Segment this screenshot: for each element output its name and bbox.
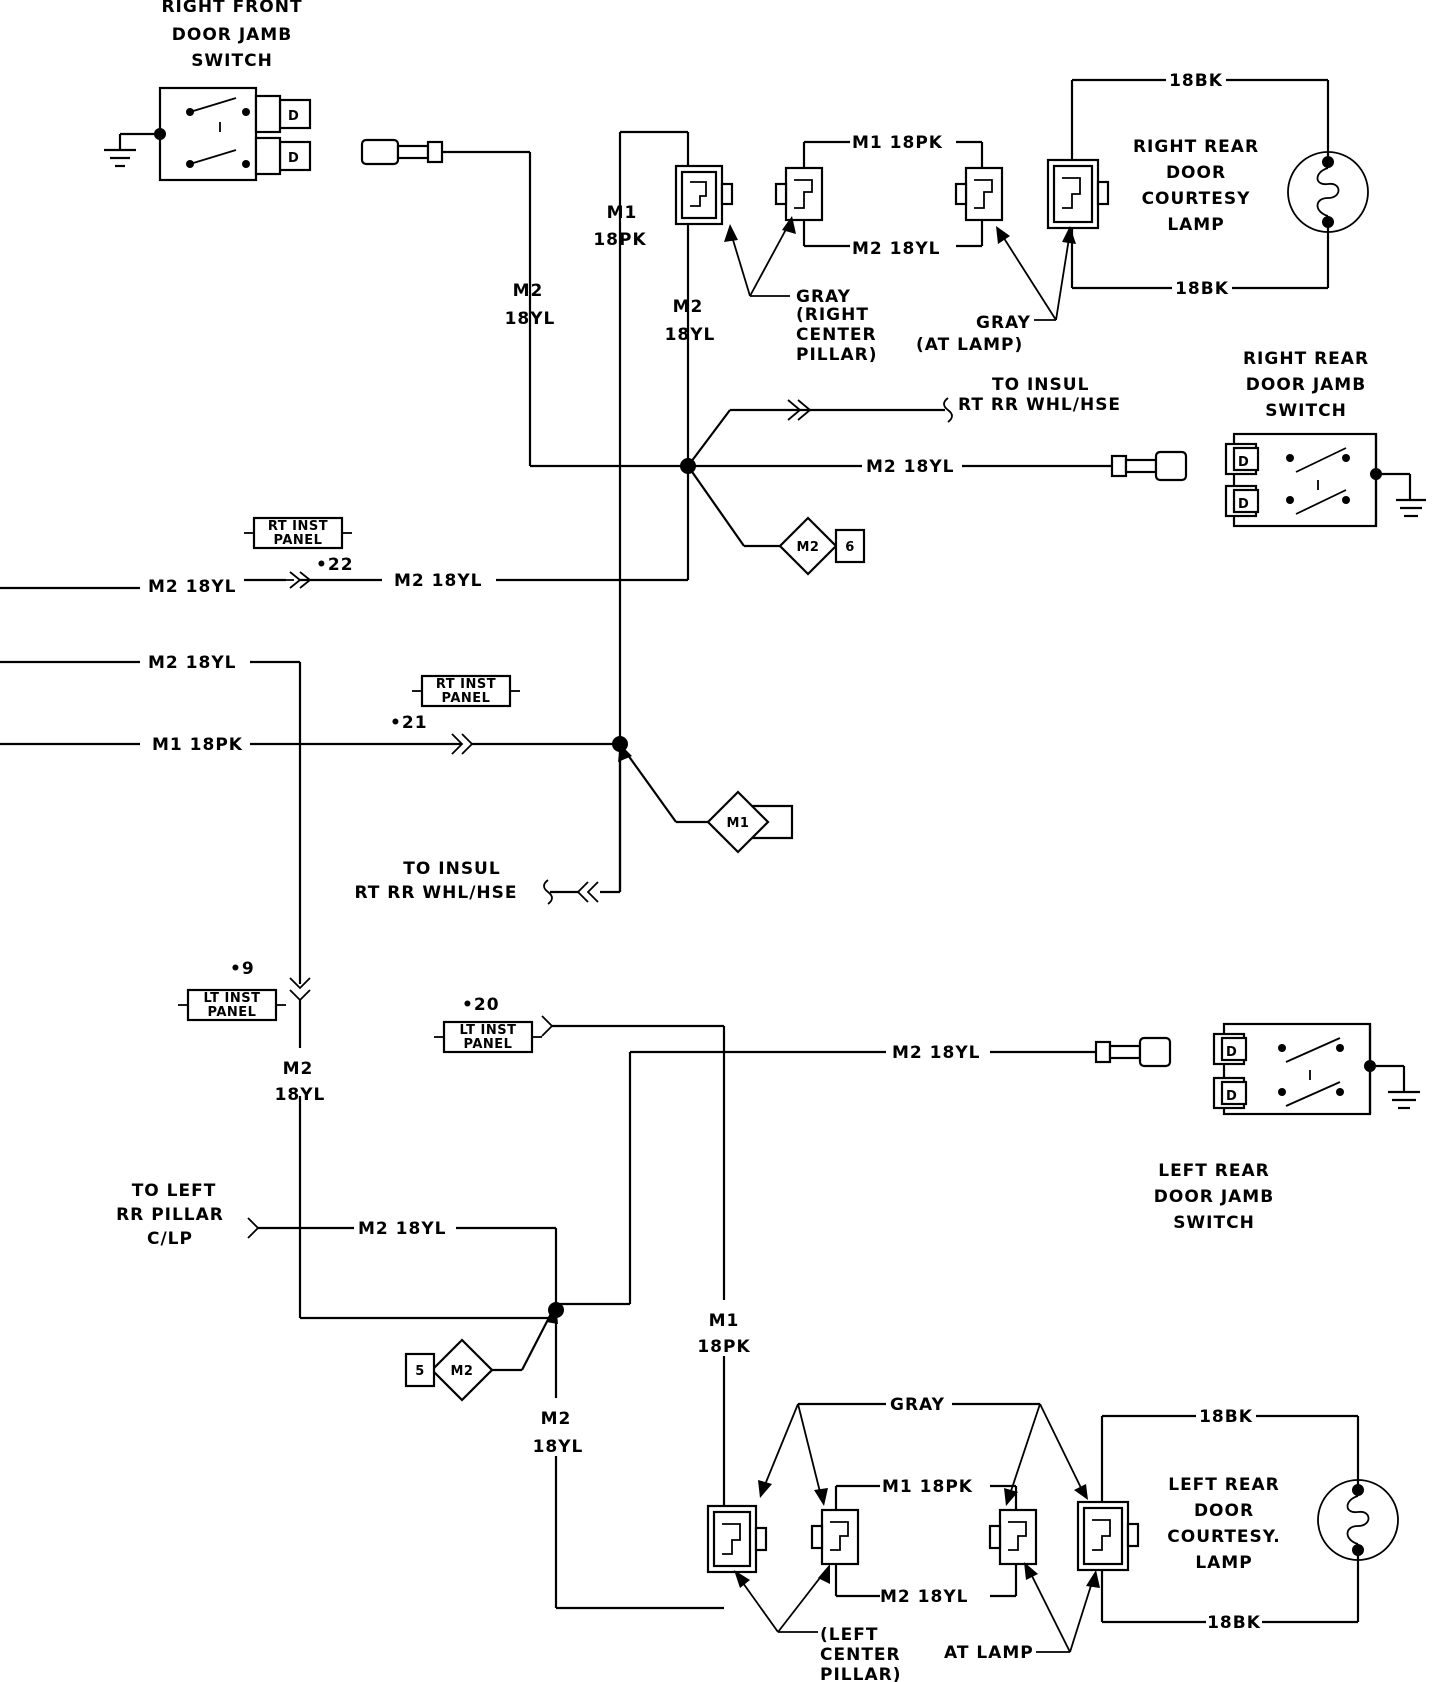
splice-m1: M1 <box>676 790 794 854</box>
wire-label-m1-18pk-lr: M1 18PK <box>882 1477 973 1497</box>
wire-label-18bk-lr-bottom: 18BK <box>1207 1613 1261 1633</box>
rf-jamb-label-line3: SWITCH <box>191 51 273 71</box>
rr-lamp-connectors <box>674 140 1110 321</box>
wire-label-m2-c: M2 <box>283 1059 314 1079</box>
connector-c9: •9 <box>230 959 255 979</box>
dest-to-insul-mid-line1: TO INSUL <box>403 859 500 879</box>
splice-m2-5: M2 5 <box>404 1338 522 1402</box>
splice-dot-upper <box>680 458 696 474</box>
wire-label-m2-18yl-rr: M2 18YL <box>852 239 940 259</box>
label-gray-at-lamp: GRAY <box>976 313 1031 333</box>
connector-c20: •20 <box>462 995 500 1015</box>
connector-c21: •21 <box>390 713 428 733</box>
wire-label-18pk-b: 18PK <box>697 1337 750 1357</box>
wire-label-18pk-a: 18PK <box>593 230 646 250</box>
left-rear-door-courtesy-lamp <box>1100 1414 1399 1624</box>
splice-m1-label: M1 <box>727 816 750 831</box>
svg-text:RT INST: RT INST <box>268 519 328 534</box>
dest-rt-rr-whl-hse-top: RT RR WHL/HSE <box>958 395 1121 415</box>
wire-label-m2-18yl-c22-right: M2 18YL <box>394 571 482 591</box>
left-rear-door-jamb-switch: D D <box>1212 1022 1420 1116</box>
right-front-door-jamb-switch: RIGHT FRONT DOOR JAMB SWITCH D D <box>104 0 312 182</box>
wire-label-m2-18yl-c22-left: M2 18YL <box>148 577 236 597</box>
connector-rt-inst-panel-22: RT INST PANEL <box>244 516 352 589</box>
wire-label-18yl-a: 18YL <box>505 309 556 329</box>
splice-m2-6-number: 6 <box>845 540 855 555</box>
svg-text:RT INST: RT INST <box>436 677 496 692</box>
svg-text:LT INST: LT INST <box>460 1023 517 1038</box>
right-rear-door-courtesy-lamp <box>1070 78 1369 290</box>
wire-label-m1-18pk-rr: M1 18PK <box>852 133 943 153</box>
dest-to-insul-middle <box>543 744 622 905</box>
connector-c22: •22 <box>316 555 354 575</box>
svg-text:D: D <box>1238 497 1249 512</box>
wire-label-m2-18yl-rr-jamb: M2 18YL <box>866 457 954 477</box>
wire-label-m1-a: M1 <box>607 203 638 223</box>
wire-label-18yl-b: 18YL <box>665 325 716 345</box>
wire-label-m2-18yl-lr: M2 18YL <box>880 1587 968 1607</box>
left-feed-wires <box>0 660 620 1318</box>
rr-bullet-connector <box>1110 450 1188 482</box>
wire-label-m1-18pk-left: M1 18PK <box>152 735 243 755</box>
splice-m2-6: M2 6 <box>778 516 866 576</box>
label-gray-left: GRAY <box>890 1395 945 1415</box>
splice-dot-lower <box>548 1302 564 1318</box>
wire-label-m2-b: M2 <box>673 297 704 317</box>
label-gray-right-pillar: GRAY <box>796 287 851 307</box>
svg-text:PANEL: PANEL <box>442 691 491 706</box>
lr-bullet-connector <box>1094 1036 1172 1068</box>
lower-splice <box>300 1302 724 1610</box>
wire-label-18bk-top: 18BK <box>1169 71 1223 91</box>
location-at-lamp: AT LAMP <box>944 1643 1034 1663</box>
splice-m2-5-label: M2 <box>451 1364 474 1379</box>
svg-text:PANEL: PANEL <box>274 533 323 548</box>
svg-text:D: D <box>288 151 299 166</box>
dest-c-lp: C/LP <box>147 1229 193 1249</box>
rf-bullet-connector <box>360 138 532 466</box>
connector-lt-inst-panel-9: LT INST PANEL <box>178 988 286 1022</box>
wire-label-m2-18yl-left2: M2 18YL <box>148 653 236 673</box>
location-at-lamp-paren: (AT LAMP) <box>916 335 1023 355</box>
splice-m2-5-number: 5 <box>415 1364 425 1379</box>
wire-label-m1-b: M1 <box>709 1311 740 1331</box>
dest-to-insul-top: TO INSUL <box>992 375 1089 395</box>
svg-text:PANEL: PANEL <box>208 1005 257 1020</box>
wire-label-m2-18yl-lr-jamb: M2 18YL <box>892 1043 980 1063</box>
svg-text:PANEL: PANEL <box>464 1037 513 1052</box>
dest-rr-pillar: RR PILLAR <box>116 1205 224 1225</box>
wire-label-18yl-c: 18YL <box>275 1085 326 1105</box>
wire-label-m2-18yl-left-pillar: M2 18YL <box>358 1219 446 1239</box>
wire-label-18yl-d: 18YL <box>533 1437 584 1457</box>
main-wires <box>0 130 1112 892</box>
lr-jamb-wires <box>628 1050 1096 1304</box>
connector-lt-inst-panel-20: LT INST PANEL <box>434 1015 726 1506</box>
svg-text:D: D <box>1226 1089 1237 1104</box>
wire-label-m2-d: M2 <box>541 1409 572 1429</box>
wire-label-18bk-bottom: 18BK <box>1175 279 1229 299</box>
rf-jamb-label-line1: RIGHT FRONT <box>161 0 302 17</box>
dest-to-left-rr-pillar <box>247 1217 558 1304</box>
svg-text:D: D <box>288 109 299 124</box>
svg-text:LT INST: LT INST <box>204 991 261 1006</box>
wire-label-m2-a: M2 <box>513 281 544 301</box>
connector-rt-inst-panel-21: RT INST PANEL <box>412 674 520 708</box>
right-rear-door-jamb-switch: D D <box>1224 432 1426 528</box>
wire-label-18bk-lr-top: 18BK <box>1199 1407 1253 1427</box>
svg-text:D: D <box>1226 1045 1237 1060</box>
splice-m2-6-label: M2 <box>797 540 820 555</box>
dest-rt-rr-whl-hse-mid: RT RR WHL/HSE <box>354 883 517 903</box>
lr-lamp-connectors <box>706 1402 1140 1653</box>
svg-text:D: D <box>1238 455 1249 470</box>
dest-to-left: TO LEFT <box>132 1181 217 1201</box>
rf-jamb-label-line2: DOOR JAMB <box>172 25 292 45</box>
